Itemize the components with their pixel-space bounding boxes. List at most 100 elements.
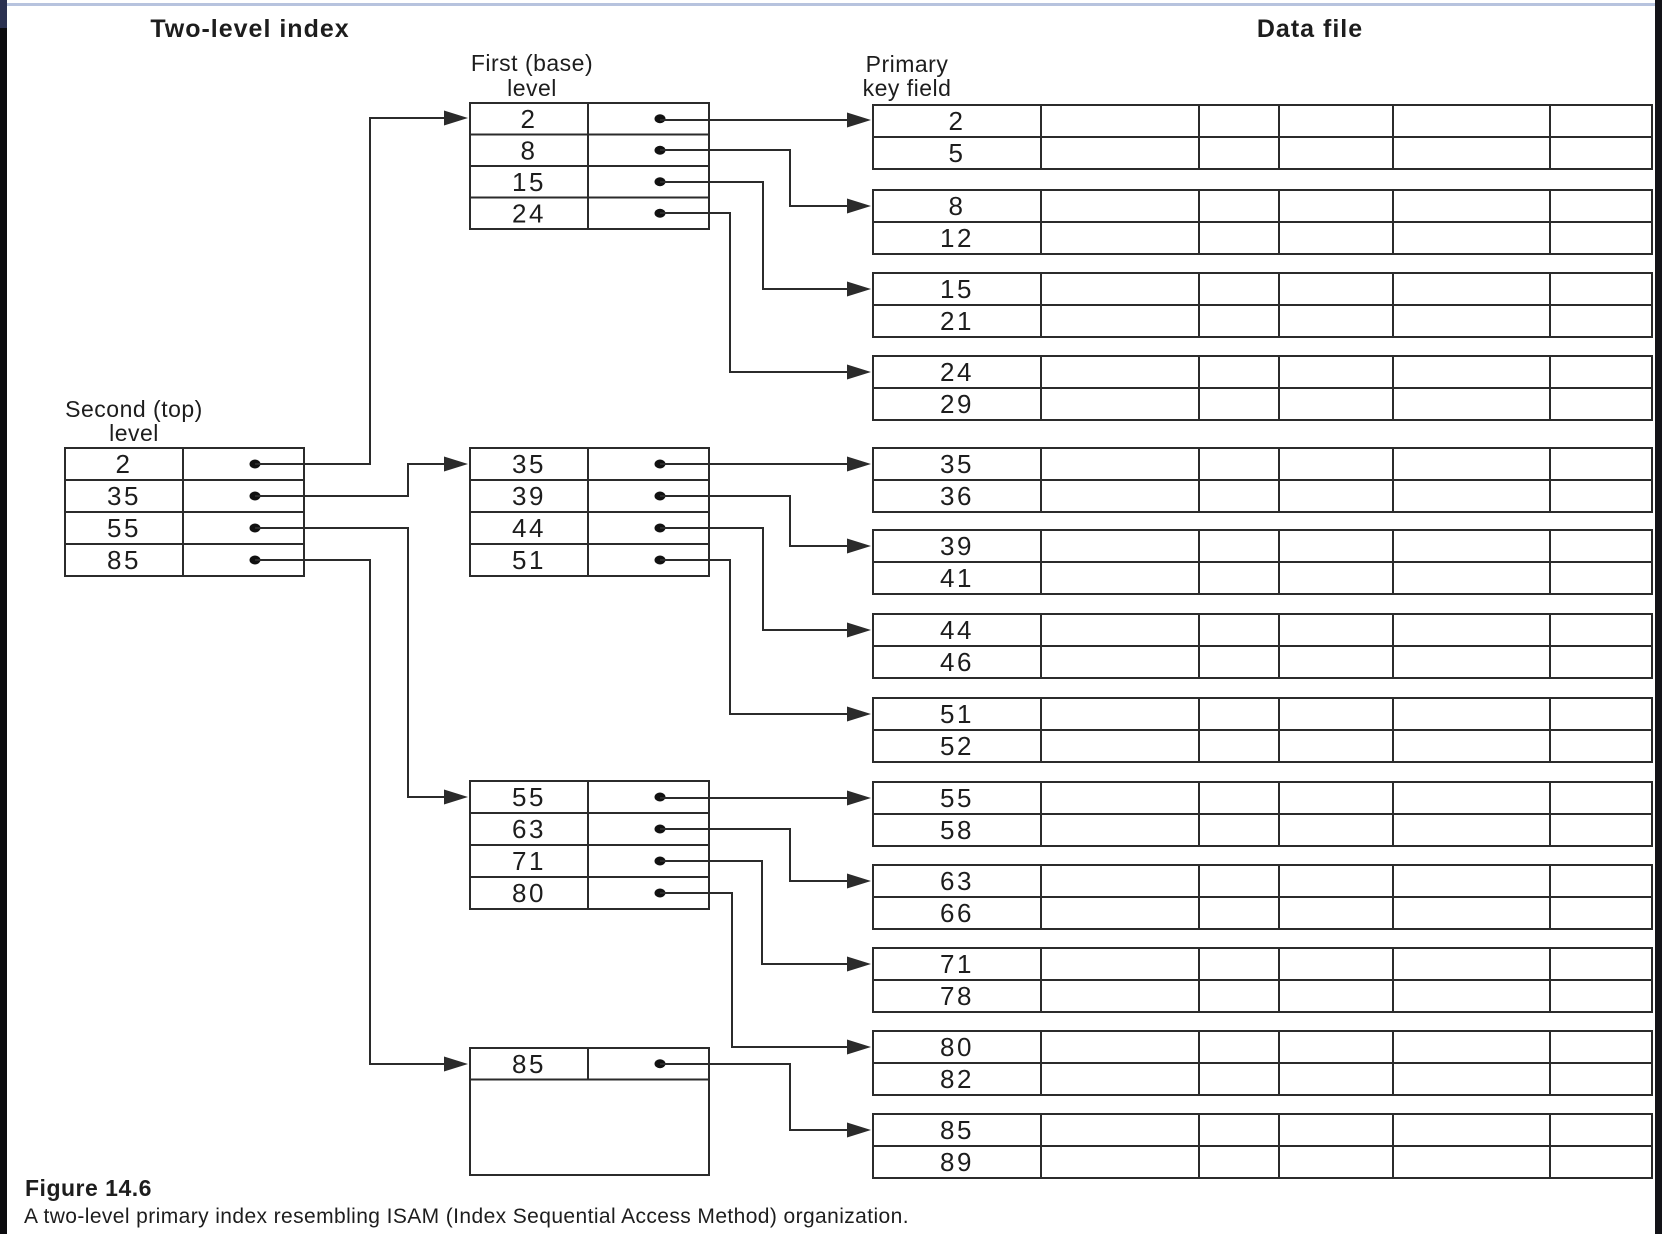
pointer-line [255, 117, 444, 465]
key-value: 8 [521, 135, 538, 165]
first-level-block-4: 85 [469, 1047, 710, 1176]
key-value: 2 [521, 104, 538, 134]
second-to-first-level-pointers [255, 110, 468, 1072]
key-value: 24 [940, 357, 974, 387]
second-level-label-line2: level [109, 420, 159, 446]
pointer-line [660, 860, 847, 965]
top-accent-line [7, 3, 1662, 6]
pointer-dot-icon [654, 114, 666, 124]
primary-key-label-line1: Primary [866, 51, 949, 77]
arrowhead-icon [444, 110, 468, 126]
pointer-line [660, 828, 847, 882]
pointer-line [660, 149, 847, 207]
key-value: 89 [940, 1147, 974, 1177]
key-value: 85 [940, 1115, 974, 1145]
arrowhead-icon [847, 281, 871, 297]
key-value: 71 [512, 846, 546, 876]
arrowhead-icon [444, 1056, 468, 1072]
key-value: 80 [940, 1032, 974, 1062]
right-edge-bar [1655, 0, 1662, 1234]
key-value: 51 [940, 699, 974, 729]
key-value: 85 [107, 545, 141, 575]
key-value: 2 [116, 449, 133, 479]
primary-key-label-line2: key field [863, 75, 952, 101]
key-value: 66 [940, 898, 974, 928]
pointer-line [660, 212, 847, 373]
key-value: 39 [512, 481, 546, 511]
key-value: 80 [512, 878, 546, 908]
figure-label: Figure 14.6 [25, 1175, 152, 1201]
pointer-line [255, 559, 444, 1065]
key-value: 58 [940, 815, 974, 845]
pointer-line [660, 181, 847, 290]
pointer-line [660, 527, 847, 631]
left-edge-bar [0, 0, 7, 1234]
key-value: 55 [107, 513, 141, 543]
arrowhead-icon [847, 622, 871, 638]
key-value: 21 [940, 306, 974, 336]
key-value: 46 [940, 647, 974, 677]
pointer-line [255, 527, 444, 798]
arrowhead-icon [847, 706, 871, 722]
key-value: 36 [940, 481, 974, 511]
arrowhead-icon [847, 364, 871, 380]
arrowhead-icon [847, 456, 871, 472]
arrowhead-icon [847, 790, 871, 806]
key-value: 2 [949, 106, 966, 136]
key-value: 35 [107, 481, 141, 511]
key-value: 35 [940, 449, 974, 479]
pointer-line [255, 463, 444, 497]
key-value: 63 [940, 866, 974, 896]
key-value: 12 [940, 223, 974, 253]
key-value: 52 [940, 731, 974, 761]
first-level-to-data-pointers [660, 112, 871, 1138]
key-value: 15 [512, 167, 546, 197]
figure-caption: A two-level primary index resembling ISA… [24, 1205, 909, 1228]
left-edge-bar-top [0, 0, 7, 28]
pointer-line [660, 892, 847, 1048]
arrowhead-icon [444, 789, 468, 805]
pointer-line [660, 559, 847, 715]
key-value: 55 [940, 783, 974, 813]
key-value: 82 [940, 1064, 974, 1094]
key-value: 71 [940, 949, 974, 979]
key-value: 29 [940, 389, 974, 419]
key-value: 44 [512, 513, 546, 543]
key-value: 85 [512, 1049, 546, 1079]
arrowhead-icon [847, 198, 871, 214]
arrowhead-icon [847, 538, 871, 554]
arrowhead-icon [847, 1122, 871, 1138]
data-block-1: 25 [872, 104, 1653, 170]
data-file-title: Data file [1257, 15, 1363, 43]
key-value: 55 [512, 782, 546, 812]
key-value: 8 [949, 191, 966, 221]
key-value: 63 [512, 814, 546, 844]
arrowhead-icon [847, 1039, 871, 1055]
key-value: 41 [940, 563, 974, 593]
block-border [469, 1047, 710, 1176]
key-value: 78 [940, 981, 974, 1011]
first-level-label-line1: First (base) [471, 50, 593, 76]
second-level-label-line1: Second (top) [65, 396, 203, 422]
key-value: 15 [940, 274, 974, 304]
key-value: 5 [949, 138, 966, 168]
key-value: 51 [512, 545, 546, 575]
key-value: 39 [940, 531, 974, 561]
key-value: 44 [940, 615, 974, 645]
arrowhead-icon [847, 112, 871, 128]
